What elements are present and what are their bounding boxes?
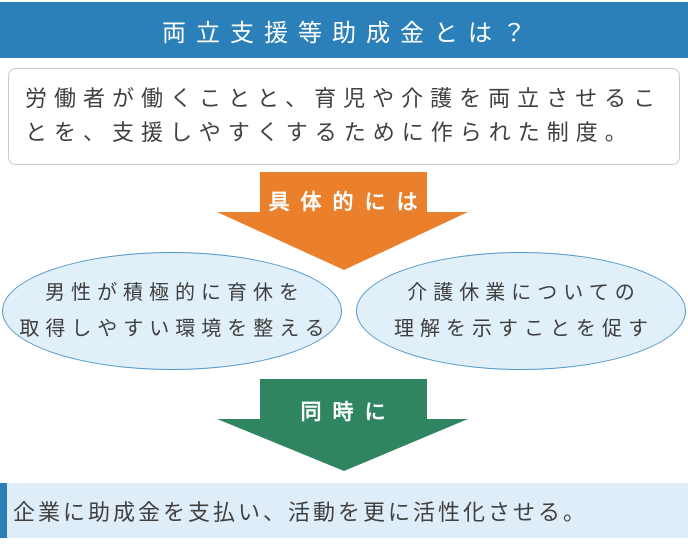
bubble-line: 取得しやすい環境を整える — [19, 318, 331, 340]
bubble-nursing-care: 介護休業についての 理解を示すことを促す — [356, 252, 686, 370]
description-box: 労働者が働くことと、育児や介護を両立させることを、支援しやすくするために作られた… — [8, 68, 680, 165]
page-title: 両立支援等助成金とは？ — [0, 2, 688, 58]
conclusion-bar: 企業に助成金を支払い、活動を更に活性化させる。 — [0, 483, 688, 538]
arrow-simultaneously: 同時に — [217, 379, 469, 471]
bubble-line: 理解を示すことを促す — [394, 318, 654, 340]
down-arrow-shape — [217, 172, 468, 270]
bubble-line: 男性が積極的に育休を — [45, 282, 305, 304]
arrow-label: 同時に — [300, 401, 397, 424]
description-text: 労働者が働くことと、育児や介護を両立させることを、支援しやすくするために作られた… — [25, 86, 663, 145]
down-arrow-icon — [217, 379, 468, 471]
bubble-childcare-leave: 男性が積極的に育休を 取得しやすい環境を整える — [2, 252, 342, 370]
arrow-label: 具体的には — [268, 191, 429, 214]
page-title-text: 両立支援等助成金とは？ — [162, 19, 536, 47]
down-arrow-shape — [217, 379, 468, 471]
conclusion-text: 企業に助成金を支払い、活動を更に活性化させる。 — [13, 499, 589, 525]
bubble-line: 介護休業についての — [407, 282, 641, 304]
down-arrow-icon — [217, 172, 468, 270]
arrow-specifically: 具体的には — [217, 172, 469, 270]
